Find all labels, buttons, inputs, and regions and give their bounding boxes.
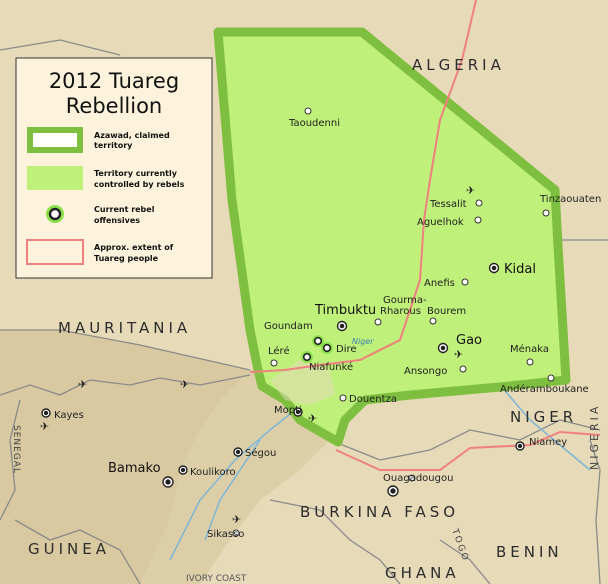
airport-icon: ✈ bbox=[454, 348, 463, 361]
label-koulikoro: Koulikoro bbox=[190, 467, 236, 478]
mali-central-region bbox=[140, 370, 340, 584]
legend-label-tuareg-2: Tuareg people bbox=[94, 254, 159, 263]
label-niger-river: Niger bbox=[352, 337, 374, 346]
label-tinzaouaten: Tinzaouaten bbox=[539, 194, 601, 205]
country-label-ivory-coast: IVORY COAST bbox=[186, 574, 247, 584]
country-label-benin: BENIN bbox=[496, 543, 563, 561]
label-tessalit: Tessalit bbox=[429, 199, 467, 210]
marker-sikasso bbox=[232, 529, 240, 537]
offensive-marker-goundam bbox=[312, 335, 324, 347]
south-mali-region bbox=[0, 330, 260, 584]
marker-lere bbox=[270, 359, 278, 367]
label-mopti: Mopti bbox=[274, 405, 302, 416]
label-kayes: Kayes bbox=[54, 410, 84, 421]
contested-area bbox=[270, 360, 335, 405]
label-gourma-1: Gourma- bbox=[383, 295, 427, 306]
label-niafunke: Niafunké bbox=[309, 361, 353, 373]
marker-aguelhok bbox=[474, 216, 482, 224]
airport-icon: ✈ bbox=[78, 378, 87, 391]
airport-icon: ✈ bbox=[180, 378, 189, 391]
marker-tinzaouaten bbox=[542, 209, 550, 217]
airport-icons: ✈ ✈ ✈ ✈ ✈ ✈ ✈ bbox=[40, 184, 475, 526]
legend-label-azawad-1: Azawad, claimed bbox=[94, 131, 170, 140]
label-ouagadougou: Ouagadougou bbox=[383, 473, 453, 484]
country-label-mauritania: MAURITANIA bbox=[58, 319, 191, 337]
airport-icon: ✈ bbox=[308, 412, 317, 425]
tuareg-extent-line-south bbox=[335, 430, 601, 471]
legend-title-line-1: 2012 Tuareg bbox=[49, 69, 179, 93]
marker-bourem bbox=[429, 317, 437, 325]
marker-gourma bbox=[374, 318, 382, 326]
legend-label-rebel-2: controlled by rebels bbox=[94, 180, 185, 189]
offensive-marker-dire bbox=[321, 342, 333, 354]
legend-label-offensive-1: Current rebel bbox=[94, 205, 155, 214]
label-kidal: Kidal bbox=[504, 262, 536, 277]
legend-swatch-rebel-territory bbox=[27, 166, 83, 190]
label-douentza: Douentza bbox=[349, 394, 397, 405]
airport-icon: ✈ bbox=[232, 513, 241, 526]
legend-swatch-azawad bbox=[27, 127, 83, 153]
marker-tessalit bbox=[475, 199, 483, 207]
marker-anefis bbox=[461, 278, 469, 286]
marker-ouagadougou-small bbox=[408, 474, 416, 482]
label-anderamboukane: Andéramboukane bbox=[500, 383, 589, 395]
label-dire: Dire bbox=[336, 344, 357, 355]
country-label-ghana: GHANA bbox=[385, 564, 460, 582]
tuareg-extent-line-north bbox=[249, 0, 477, 373]
label-lere: Léré bbox=[268, 345, 290, 357]
offensive-marker-niafunke bbox=[301, 351, 313, 363]
marker-ansongo bbox=[459, 365, 467, 373]
legend-swatch-tuareg bbox=[26, 239, 84, 265]
marker-taoudenni bbox=[304, 107, 312, 115]
country-label-nigeria: NIGERIA bbox=[588, 404, 601, 470]
label-goundam: Goundam bbox=[264, 321, 313, 332]
label-anefis: Anefis bbox=[424, 278, 455, 289]
country-label-algeria: ALGERIA bbox=[412, 56, 505, 74]
label-gao: Gao bbox=[456, 333, 482, 348]
legend-swatch-offensive bbox=[46, 205, 64, 223]
label-gourma-2: Rharous bbox=[380, 306, 421, 317]
marker-menaka bbox=[526, 358, 534, 366]
label-segou: Ségou bbox=[245, 447, 276, 459]
legend-title-line-2: Rebellion bbox=[66, 94, 162, 118]
country-label-niger: NIGER bbox=[510, 408, 577, 426]
label-aguelhok: Aguelhok bbox=[417, 217, 464, 228]
label-menaka: Ménaka bbox=[510, 343, 549, 355]
country-label-burkina: BURKINA FASO bbox=[300, 503, 459, 521]
legend-label-offensive-2: offensives bbox=[94, 216, 140, 225]
places bbox=[232, 107, 555, 537]
country-label-senegal: SENEGAL bbox=[11, 425, 21, 474]
label-bamako: Bamako bbox=[108, 461, 161, 476]
legend-label-azawad-2: territory bbox=[94, 141, 133, 150]
label-ansongo: Ansongo bbox=[404, 366, 447, 377]
rebel-offensive-markers bbox=[301, 335, 333, 363]
airport-icon: ✈ bbox=[40, 420, 49, 433]
legend: 2012 Tuareg Rebellion Azawad, claimed te… bbox=[15, 57, 213, 279]
city-markers bbox=[41, 262, 525, 497]
marker-anderamboukane bbox=[547, 374, 555, 382]
label-sikasso: Sikasso bbox=[207, 529, 244, 540]
country-label-guinea: GUINEA bbox=[28, 540, 110, 558]
azawad-claimed-territory bbox=[213, 27, 571, 447]
marker-douentza bbox=[339, 394, 347, 402]
legend-label-tuareg-1: Approx. extent of bbox=[94, 243, 174, 252]
label-timbuktu: Timbuktu bbox=[314, 303, 376, 318]
legend-label-rebel-1: Territory currently bbox=[94, 169, 178, 178]
label-bourem: Bourem bbox=[427, 306, 466, 317]
label-taoudenni: Taoudenni bbox=[288, 118, 340, 129]
airport-icon: ✈ bbox=[466, 184, 475, 197]
label-niamey: Niamey bbox=[529, 437, 567, 448]
